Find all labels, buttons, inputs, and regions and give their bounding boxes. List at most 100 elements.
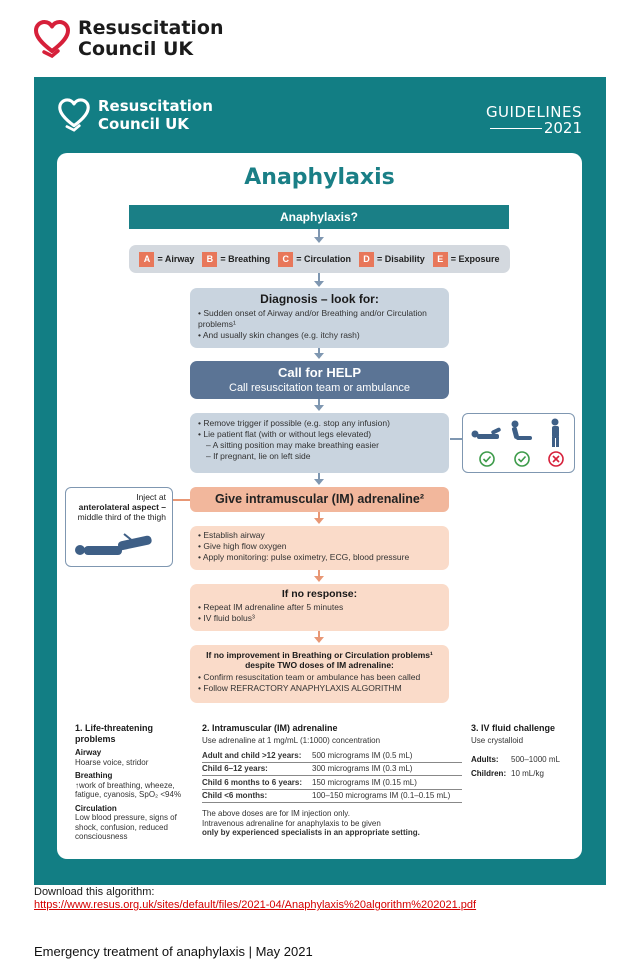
abcde-item: C= Circulation xyxy=(278,251,351,267)
note1-breathing-text: ↑work of breathing, wheeze, fatigue, cya… xyxy=(75,780,182,800)
page-logo: Resuscitation Council UK xyxy=(34,18,224,60)
patient-position-box xyxy=(462,413,575,473)
abcde-item: B= Breathing xyxy=(202,251,271,267)
note3-adults: Adults: 500–1000 mL xyxy=(471,751,571,765)
dose-age: Adult and child >12 years: xyxy=(202,750,302,760)
dose-value: 150 micrograms IM (0.15 mL) xyxy=(312,777,417,787)
airway-item: Give high flow oxygen xyxy=(198,541,441,552)
download-link[interactable]: https://www.resus.org.uk/sites/default/f… xyxy=(34,899,477,911)
dose-row: Child 6–12 years:300 micrograms IM (0.3 … xyxy=(202,763,462,776)
children-label: Children: xyxy=(471,768,507,778)
abcde-item: A= Airway xyxy=(139,251,195,267)
inject-line3: middle third of the thigh xyxy=(77,512,166,522)
note2-footer2: Intravenous adrenaline for anaphylaxis t… xyxy=(202,818,381,828)
dose-value: 100–150 micrograms IM (0.1–0.15 mL) xyxy=(312,791,451,800)
note2-subtitle: Use adrenaline at 1 mg/mL (1:1000) conce… xyxy=(202,735,381,745)
no-improvement-box: If no improvement in Breathing or Circul… xyxy=(190,645,449,703)
patient-positions-icon xyxy=(471,418,564,467)
dose-age: Child <6 months: xyxy=(202,791,268,800)
injection-illustration-icon xyxy=(75,533,152,555)
guidelines-badge: GUIDELINES 2021 xyxy=(486,104,582,136)
connector xyxy=(318,512,320,520)
abcde-label: = Airway xyxy=(157,254,195,264)
download-label: Download this algorithm: xyxy=(34,886,155,898)
note-im-adrenaline: 2. Intramuscular (IM) adrenaline Use adr… xyxy=(202,723,462,838)
heart-logo-icon xyxy=(34,20,70,58)
note2-footer1: The above doses are for IM injection onl… xyxy=(202,809,350,818)
algorithm-poster: Resuscitation Council UK GUIDELINES 2021… xyxy=(34,77,606,885)
note3-title: 3. IV fluid challenge xyxy=(471,723,556,733)
arrow-down-icon xyxy=(314,637,324,643)
no-improvement-heading-line2: despite TWO doses of IM adrenaline: xyxy=(245,660,394,670)
note3-subtitle: Use crystalloid xyxy=(471,735,524,745)
step-subitem: A sitting position may make breathing ea… xyxy=(198,440,441,451)
no-improvement-heading: If no improvement in Breathing or Circul… xyxy=(198,650,441,670)
note1-circulation-label: Circulation xyxy=(75,803,117,813)
logo-line1: Resuscitation xyxy=(78,17,224,39)
abcde-label: = Circulation xyxy=(296,254,351,264)
note1-title: 1. Life-threatening problems xyxy=(75,723,154,744)
connector xyxy=(318,348,320,355)
note2-title: 2. Intramuscular (IM) adrenaline xyxy=(202,723,338,733)
no-improvement-item: Follow REFRACTORY ANAPHYLAXIS ALGORITHM xyxy=(198,683,441,694)
guidelines-label: GUIDELINES xyxy=(485,103,582,121)
children-value: 10 mL/kg xyxy=(511,768,544,778)
question-bar: Anaphylaxis? xyxy=(129,205,509,229)
abcde-letter: C xyxy=(278,251,294,267)
dose-value: 500 micrograms IM (0.5 mL) xyxy=(312,750,413,760)
airway-box: Establish airway Give high flow oxygen A… xyxy=(190,526,449,570)
arrow-right-icon xyxy=(450,438,462,440)
abcde-item: D= Disability xyxy=(358,251,425,267)
abcde-letter: A xyxy=(139,251,155,267)
adults-value: 500–1000 mL xyxy=(511,755,560,764)
airway-item: Establish airway xyxy=(198,530,441,541)
arrow-down-icon xyxy=(314,479,324,485)
call-help-heading: Call for HELP xyxy=(277,365,362,380)
injection-site-box: Inject at anterolateral aspect – middle … xyxy=(65,487,173,567)
abcde-label: = Disability xyxy=(376,254,425,264)
logo-line2: Council UK xyxy=(78,38,194,60)
no-response-box: If no response: Repeat IM adrenaline aft… xyxy=(190,584,449,631)
call-help-text: Call resuscitation team or ambulance xyxy=(229,382,410,394)
dose-row: Adult and child >12 years: 500 micrograms… xyxy=(202,749,462,763)
note1-breathing-label: Breathing xyxy=(75,771,113,780)
heart-logo-icon xyxy=(58,98,90,132)
connector xyxy=(318,229,320,239)
page-footer: Emergency treatment of anaphylaxis | May… xyxy=(34,944,313,959)
abcde-letter: D xyxy=(358,251,374,267)
positioning-box: Remove trigger if possible (e.g. stop an… xyxy=(190,413,449,473)
arrow-down-icon xyxy=(314,281,324,287)
algorithm-card: Anaphylaxis Anaphylaxis? A= Airway B= Br… xyxy=(57,153,582,859)
note1-airway-text: Hoarse voice, stridor xyxy=(75,757,149,767)
airway-item: Apply monitoring: pulse oximetry, ECG, b… xyxy=(198,552,441,563)
abcde-label: = Breathing xyxy=(220,254,271,264)
connector xyxy=(318,570,320,578)
dose-age: Child 6 months to 6 years: xyxy=(202,777,303,787)
connector xyxy=(318,473,320,481)
adults-label: Adults: xyxy=(471,755,499,764)
abcde-item: E= Exposure xyxy=(432,251,500,267)
abcde-letter: E xyxy=(432,251,448,267)
arrow-down-icon xyxy=(314,576,324,582)
connector xyxy=(318,273,320,282)
diagnosis-item: And usually skin changes (e.g. itchy ras… xyxy=(198,330,441,341)
abcde-bar: A= Airway B= Breathing C= Circulation D=… xyxy=(129,245,510,273)
page-title: Anaphylaxis xyxy=(244,165,395,190)
note2-footer3: only by experienced specialists in an ap… xyxy=(202,828,420,837)
diagnosis-item: Sudden onset of Airway and/or Breathing … xyxy=(198,308,441,330)
no-improvement-heading-line1: If no improvement in Breathing or Circul… xyxy=(206,650,433,660)
note3-children: Children: 10 mL/kg xyxy=(471,765,571,779)
dose-row: Child <6 months: 100–150 micrograms IM (0… xyxy=(202,790,462,803)
poster-logo: Resuscitation Council UK xyxy=(58,97,213,133)
arrow-down-icon xyxy=(314,353,324,359)
note-life-threatening: 1. Life-threatening problems Airway Hoar… xyxy=(75,723,185,842)
note-iv-fluid: 3. IV fluid challenge Use crystalloid Ad… xyxy=(471,723,571,778)
arrow-left-icon xyxy=(173,499,190,501)
no-response-heading: If no response: xyxy=(281,588,358,600)
connector xyxy=(318,631,320,639)
step-item: Remove trigger if possible (e.g. stop an… xyxy=(198,418,441,429)
poster-logo-line1: Resuscitation xyxy=(98,97,213,115)
abcde-letter: B xyxy=(202,251,218,267)
dose-row: Child 6 months to 6 years: 150 micrograms… xyxy=(202,776,462,790)
guidelines-rule xyxy=(489,127,542,129)
